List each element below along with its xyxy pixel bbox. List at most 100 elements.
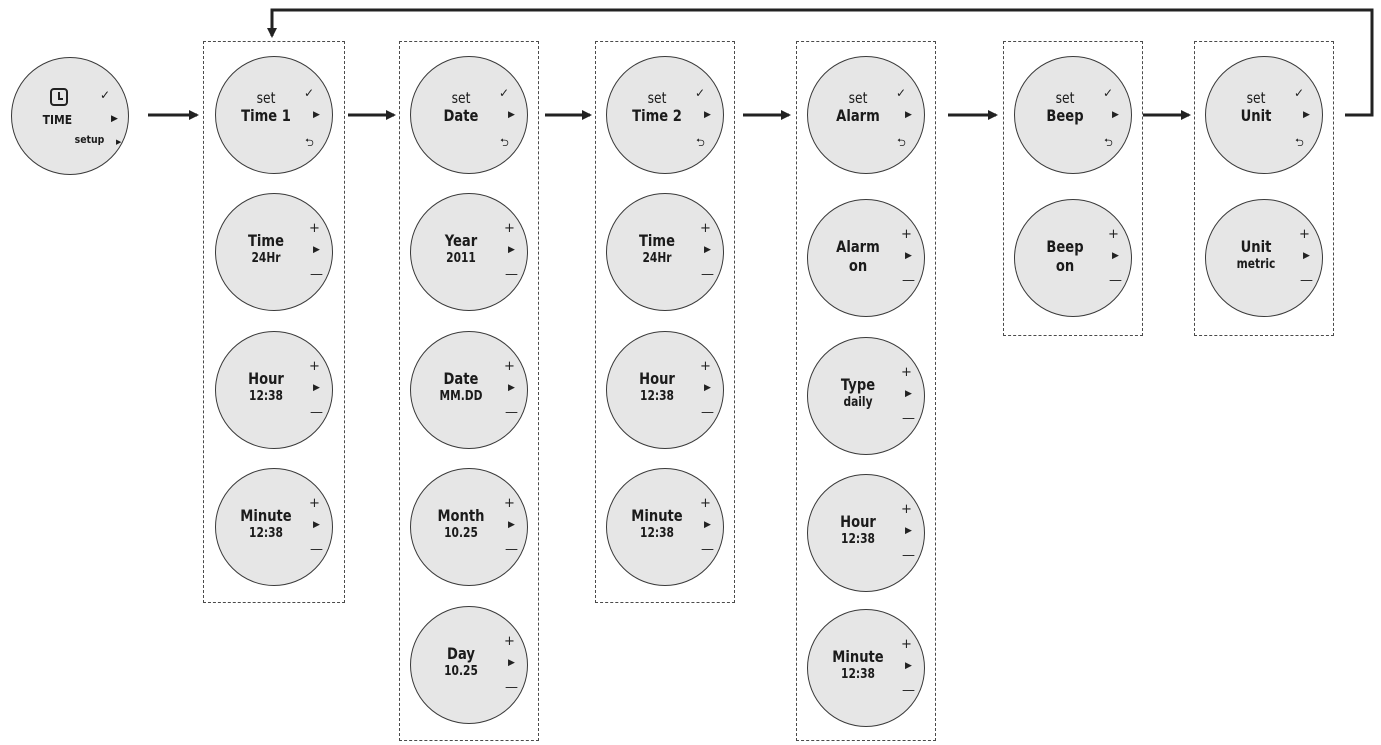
back-icon: ⮌	[897, 136, 906, 149]
next-icon: ▶	[508, 658, 515, 668]
next-icon: ▶	[1112, 110, 1119, 120]
screen-label: Alarm	[836, 237, 880, 256]
confirm-icon: ✓	[1294, 86, 1305, 100]
screen-label: Hour	[248, 369, 284, 388]
next-icon: ▶	[313, 110, 320, 120]
screen-label: Hour	[840, 512, 876, 531]
next-icon: ▶	[905, 389, 912, 399]
settings-group-time2	[595, 41, 735, 603]
screen-value: on	[1055, 256, 1075, 275]
back-icon: ⮌	[696, 136, 705, 149]
plus-icon: +	[700, 359, 711, 374]
settings-group-beep	[1003, 41, 1143, 336]
screen-label: Time	[638, 231, 676, 250]
next-icon: ▶	[905, 251, 912, 261]
screen-label: Month	[437, 506, 485, 525]
plus-icon: +	[700, 496, 711, 511]
next-icon: ▶	[704, 520, 711, 530]
minus-icon: —	[701, 405, 714, 420]
screen-value: 10.25	[444, 664, 478, 679]
confirm-icon: ✓	[1103, 86, 1114, 100]
screen-label: set	[1055, 89, 1075, 107]
minus-icon: —	[505, 267, 518, 282]
screen-label: set	[1246, 89, 1266, 107]
plus-icon: +	[504, 221, 515, 236]
screen-value: Alarm	[836, 106, 880, 125]
plus-icon: +	[504, 359, 515, 374]
next-icon: ▶	[905, 661, 912, 671]
plus-icon: +	[901, 227, 912, 242]
plus-icon: +	[1299, 227, 1310, 242]
screen-value: Time 1	[241, 106, 291, 125]
screen-value: 12:38	[841, 667, 875, 682]
screen-label: set	[647, 89, 667, 107]
next-icon: ▶	[704, 383, 711, 393]
confirm-icon: ✓	[304, 86, 315, 100]
home-sub-label: setup	[74, 133, 105, 146]
back-icon: ⮌	[1104, 136, 1113, 149]
minus-icon: —	[902, 548, 915, 563]
next-icon: ▶	[313, 520, 320, 530]
settings-group-unit	[1194, 41, 1334, 336]
minus-icon: —	[902, 411, 915, 426]
minus-icon: —	[701, 267, 714, 282]
screen-value: 12:38	[640, 526, 674, 541]
minus-icon: —	[902, 683, 915, 698]
minus-icon: —	[701, 542, 714, 557]
screen-value: 12:38	[249, 389, 283, 404]
back-icon: ⮌	[500, 136, 509, 149]
next-icon: ▶	[704, 245, 711, 255]
screen-label: Minute	[832, 647, 884, 666]
minus-icon: —	[1300, 273, 1313, 288]
screen-label: Unit	[1240, 237, 1272, 256]
loop-back-arrow	[267, 8, 1374, 117]
plus-icon: +	[309, 496, 320, 511]
next-icon: ▶	[313, 245, 320, 255]
settings-group-date	[399, 41, 539, 741]
next-icon: ▶	[1303, 251, 1310, 261]
screen-value: on	[848, 256, 868, 275]
screen-label: set	[256, 89, 276, 107]
screen-label: Hour	[639, 369, 675, 388]
screen-label: Minute	[240, 506, 292, 525]
next-icon: ▶	[111, 113, 118, 123]
setup-arrow-icon: ▶	[116, 139, 122, 146]
screen-label: Minute	[631, 506, 683, 525]
screen-value: Unit	[1240, 106, 1272, 125]
next-icon: ▶	[508, 383, 515, 393]
minus-icon: —	[505, 542, 518, 557]
confirm-icon: ✓	[695, 86, 706, 100]
minus-icon: —	[310, 405, 323, 420]
back-icon: ⮌	[1295, 136, 1304, 149]
minus-icon: —	[310, 542, 323, 557]
confirm-icon: ✓	[896, 86, 907, 100]
time-setup-home-screen[interactable]: TIME setup ✓ ▶ ▶	[11, 57, 129, 175]
minus-icon: —	[310, 267, 323, 282]
plus-icon: +	[901, 365, 912, 380]
screen-label: Day	[447, 644, 475, 663]
screen-value: 24Hr	[642, 251, 672, 266]
back-icon: ⮌	[305, 136, 314, 149]
